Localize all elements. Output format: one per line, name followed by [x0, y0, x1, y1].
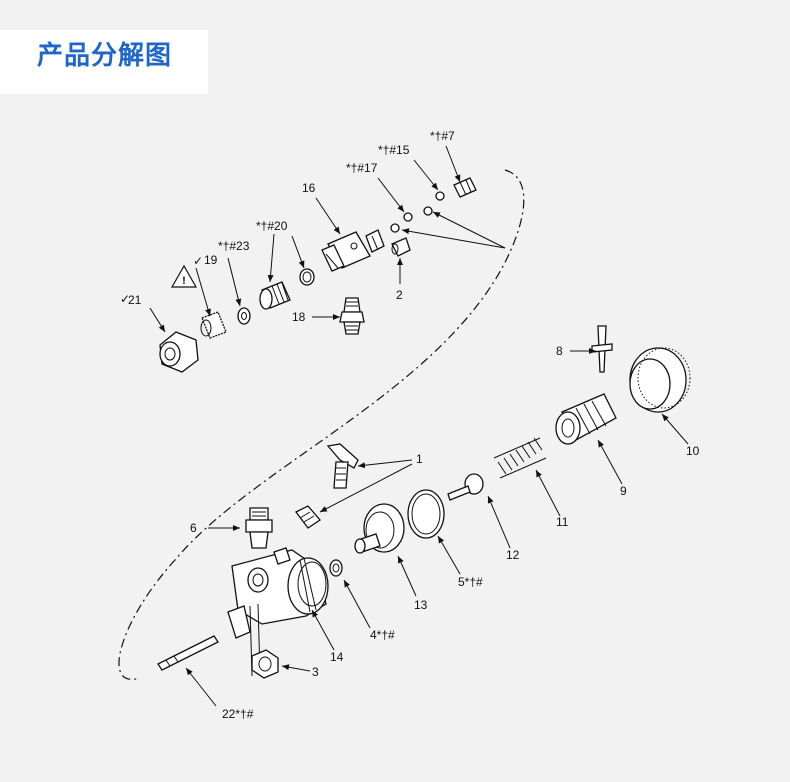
part-12-stem — [447, 473, 484, 501]
title-panel — [0, 30, 208, 94]
label-part-9: 9 — [620, 484, 627, 498]
part-9-sleeve — [555, 393, 617, 445]
part-2-elbow — [391, 237, 411, 257]
part-16-fitting-body — [321, 229, 385, 272]
label-part-10: 10 — [686, 444, 700, 458]
part-23-washer — [237, 307, 251, 325]
part-13-piston — [354, 503, 405, 554]
part-17-seal — [390, 212, 413, 233]
part-3-nut — [251, 649, 279, 679]
label-part-22: 22*†# — [222, 707, 254, 721]
label-part-2: 2 — [396, 288, 403, 302]
part-19-filter — [200, 311, 227, 339]
label-part-23: *†#23 — [218, 239, 250, 253]
check-mark-19: ✓ — [193, 254, 203, 268]
label-part-18: 18 — [292, 310, 306, 324]
part-1-tee — [326, 443, 359, 489]
label-part-16: 16 — [302, 181, 316, 195]
label-part-15: *†#15 — [378, 143, 410, 157]
label-part-13: 13 — [414, 598, 428, 612]
part-7-fitting — [453, 177, 477, 198]
warning-triangle-icon: ! — [170, 264, 198, 288]
part-20-plug — [259, 281, 291, 310]
label-part-5: 5*†# — [458, 575, 483, 589]
label-part-4: 4*†# — [370, 628, 395, 642]
label-part-12: 12 — [506, 548, 520, 562]
svg-text:!: ! — [182, 275, 186, 287]
part-5-oring — [407, 489, 445, 539]
label-part-11: 11 — [556, 515, 569, 529]
part-11-spring — [493, 437, 547, 479]
label-part-14: 14 — [330, 650, 344, 664]
page-title: 产品分解图 — [37, 41, 173, 71]
part-6-fitting — [245, 507, 273, 549]
leader-lines — [149, 145, 689, 707]
label-part-21: 21 — [128, 293, 142, 307]
part-22-rod — [157, 635, 219, 671]
part-20-oring — [299, 268, 315, 286]
part-4-washer — [329, 559, 343, 577]
assembly-path-line — [118, 169, 525, 680]
label-part-3: 3 — [312, 665, 319, 679]
part-8-pin — [591, 325, 613, 373]
label-part-17: *†#17 — [346, 161, 378, 175]
label-part-7: *†#7 — [430, 129, 455, 143]
part-10-knurled-cap — [629, 347, 691, 413]
part-21-hex-nut — [159, 331, 199, 373]
label-part-8: 8 — [556, 344, 563, 358]
part-1-elbow — [295, 505, 321, 529]
label-part-1: 1 — [416, 452, 423, 466]
part-18-nipple — [339, 297, 365, 335]
check-mark-21: ✓ — [120, 292, 130, 306]
label-part-6: 6 — [190, 521, 197, 535]
label-part-19: 19 — [204, 253, 218, 267]
part-14-valve-body — [227, 547, 329, 677]
label-part-20: *†#20 — [256, 219, 288, 233]
part-15-seal — [423, 191, 445, 216]
